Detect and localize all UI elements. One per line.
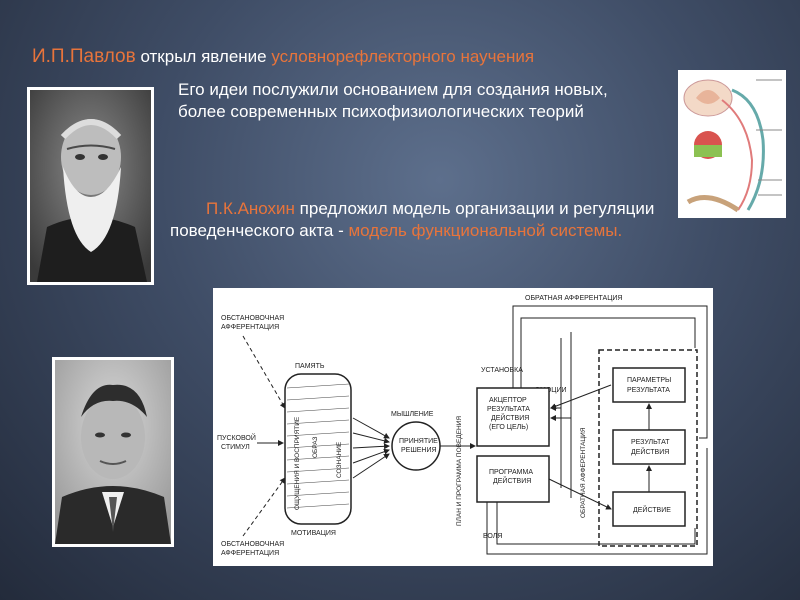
- acceptor-label-2: РЕЗУЛЬТАТА: [487, 406, 530, 413]
- consciousness-label: СОЗНАНИЕ: [336, 441, 343, 478]
- result-label-1: РЕЗУЛЬТАТ: [631, 439, 670, 446]
- will-label: ВОЛЯ: [483, 533, 502, 540]
- pavlov-name: И.П.Павлов: [32, 46, 136, 67]
- pavlov-highlight: условнорефлекторного научения: [271, 47, 534, 66]
- decision-label-2: РЕШЕНИЯ: [401, 447, 437, 454]
- program-label-2: ДЕЙСТВИЯ: [493, 476, 531, 485]
- env-top-label-2: АФФЕРЕНТАЦИЯ: [221, 324, 279, 331]
- acceptor-label-3: ДЕЙСТВИЯ: [491, 413, 529, 422]
- motivation-label: МОТИВАЦИЯ: [291, 530, 336, 537]
- pavlov-text: открыл явление: [136, 47, 272, 66]
- env-top-label-1: ОБСТАНОВОЧНАЯ: [221, 315, 284, 322]
- trigger-label-1: ПУСКОВОЙ: [217, 433, 256, 442]
- trigger-label-2: СТИМУЛ: [221, 444, 250, 451]
- paragraph-pavlov-ideas: Его идеи послужили основанием для создан…: [178, 79, 648, 123]
- anokhin-name: П.К.Анохин: [206, 199, 295, 218]
- plan-label: ПЛАН И ПРОГРАММА ПОВЕДЕНИЯ: [456, 416, 463, 526]
- env-bottom-label-1: ОБСТАНОВОЧНАЯ: [221, 541, 284, 548]
- params-label-1: ПАРАМЕТРЫ: [627, 377, 671, 384]
- program-label-1: ПРОГРАММА: [489, 469, 533, 476]
- image-label: ОБРАЗ: [312, 437, 319, 458]
- action-label: ДЕЙСТВИЕ: [633, 505, 671, 514]
- slide-line-pavlov: И.П.Павлов открыл явление условнорефлект…: [32, 46, 534, 68]
- acceptor-label-4: (ЕГО ЦЕЛЬ): [489, 424, 528, 431]
- sensation-label: ОЩУЩЕНИЯ И ВОСПРИЯТИЕ: [294, 416, 301, 510]
- reflex-arc-figure: [678, 70, 786, 218]
- env-bottom-label-2: АФФЕРЕНТАЦИЯ: [221, 550, 279, 557]
- anokhin-highlight: модель функциональной системы.: [348, 221, 622, 240]
- result-label-2: ДЕЙСТВИЯ: [631, 447, 669, 456]
- thinking-label: МЫШЛЕНИЕ: [391, 411, 434, 418]
- memory-label: ПАМЯТЬ: [295, 363, 325, 370]
- functional-system-diagram: ОБСТАНОВОЧНАЯ АФФЕРЕНТАЦИЯ ОБСТАНОВОЧНАЯ…: [213, 288, 713, 566]
- decision-label-1: ПРИНЯТИЕ: [399, 438, 438, 445]
- feedback-side-label: ОБРАТНАЯ АФФЕРЕНТАЦИЯ: [580, 427, 587, 518]
- feedback-top-label: ОБРАТНАЯ АФФЕРЕНТАЦИЯ: [525, 295, 622, 302]
- paragraph-anokhin: П.К.Анохин предложил модель организации …: [170, 198, 670, 242]
- pavlov-portrait: [27, 87, 154, 285]
- params-label-2: РЕЗУЛЬТАТА: [627, 387, 670, 394]
- setting-label: УСТАНОВКА: [481, 367, 523, 374]
- anokhin-portrait: [52, 357, 174, 547]
- acceptor-label-1: АКЦЕПТОР: [489, 397, 527, 404]
